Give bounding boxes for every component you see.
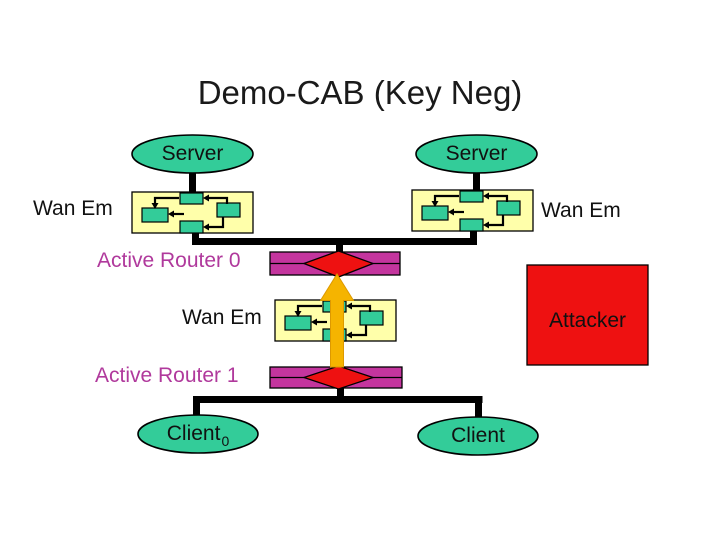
client-left-name: Client — [166, 422, 221, 445]
active-router-1-bar — [269, 365, 403, 390]
bottom-tee-connector — [193, 386, 483, 418]
client-left-label: Client0 — [138, 421, 258, 449]
router-1-diamond — [301, 365, 376, 390]
wan-em-right-label: Wan Em — [541, 199, 621, 222]
wan-em-left-label: Wan Em — [33, 197, 113, 220]
slide-title: Demo-CAB (Key Neg) — [197, 74, 523, 111]
server-right-node — [415, 134, 538, 174]
wan-emulator-right-box — [410, 188, 535, 233]
client-left-subscript: 0 — [221, 433, 230, 449]
active-router-0-label: Active Router 0 — [97, 249, 241, 272]
client-left-node — [137, 414, 259, 454]
active-router-0-bar — [269, 250, 401, 278]
server-right-label: Server — [445, 142, 508, 165]
router-0-diamond — [302, 250, 375, 278]
attacker-box — [526, 264, 649, 366]
wan-emulator-left-box — [130, 190, 255, 235]
server-left-label: Server — [161, 142, 224, 165]
top-tee-connector — [192, 228, 477, 254]
client-right-node — [417, 416, 539, 456]
wan-em-middle-label: Wan Em — [182, 306, 262, 329]
client-right-label: Client — [451, 424, 505, 447]
attacker-label: Attacker — [548, 309, 627, 332]
server-left-node — [131, 134, 254, 174]
active-router-1-label: Active Router 1 — [95, 364, 239, 387]
key-neg-flow-arrow — [319, 273, 355, 368]
